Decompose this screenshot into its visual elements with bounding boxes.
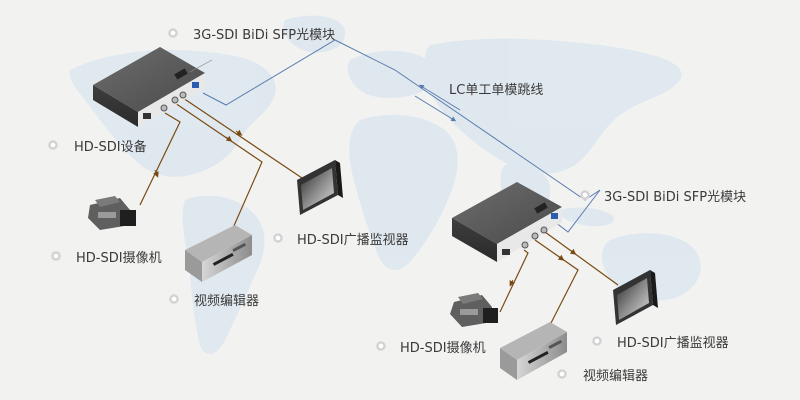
video-editor-deck-icon-right	[500, 322, 567, 380]
label-sfp-top: 3G-SDI BiDi SFP光模块	[193, 28, 336, 43]
coax-arrow-right-camera	[509, 279, 516, 287]
label-camera-right: HD-SDI摄像机	[400, 341, 486, 356]
label-editor-right: 视频编辑器	[583, 369, 649, 384]
label-monitor-right: HD-SDI广播监视器	[617, 336, 729, 351]
bullet-dot-editor-right	[557, 369, 567, 379]
continent-africa	[349, 114, 458, 271]
bullet-dot-camera-right	[376, 341, 386, 351]
sdi-converter-box-icon-left	[93, 47, 213, 127]
bullet-dot-device-left	[48, 140, 58, 150]
fiber-link-line	[202, 39, 601, 233]
sdi-converter-box-icon-right	[452, 182, 562, 262]
coax-link-right-editor	[534, 239, 579, 326]
camcorder-icon-right	[450, 293, 498, 327]
label-monitor-left: HD-SDI广播监视器	[297, 233, 409, 248]
broadcast-monitor-icon-left	[297, 160, 343, 215]
coax-link-right-monitor	[544, 231, 619, 286]
coax-link-left-monitor	[182, 97, 303, 179]
coax-arrow-right-editor	[557, 254, 565, 261]
fiber-arrow-upstream	[418, 84, 461, 111]
bullet-dot-camera-left	[51, 251, 61, 261]
camcorder-icon-left	[88, 196, 136, 230]
label-device-left: HD-SDI设备	[74, 140, 147, 155]
video-editor-deck-icon-left	[185, 225, 252, 282]
label-sfp-bottom: 3G-SDI BiDi SFP光模块	[604, 190, 747, 205]
coax-arrow-left-monitor	[235, 129, 243, 136]
label-editor-left: 视频编辑器	[194, 294, 260, 309]
coax-link-right-camera	[499, 249, 529, 313]
label-camera-left: HD-SDI摄像机	[76, 251, 162, 266]
bullet-dot-editor-left	[169, 294, 179, 304]
fiber-arrow-downstream	[414, 95, 457, 122]
broadcast-monitor-icon-right	[613, 270, 658, 325]
bullet-dot-monitor-left	[273, 233, 283, 243]
coax-arrow-right-monitor	[569, 248, 577, 255]
bullet-dot-monitor-right	[592, 336, 602, 346]
continent-asia	[424, 38, 682, 174]
bullet-dot-sfp-bottom	[580, 190, 590, 200]
continent-indonesia	[559, 207, 615, 227]
bullet-dot-sfp-top	[168, 28, 178, 38]
coax-arrow-left-editor	[225, 135, 233, 142]
coax-link-left-editor	[174, 102, 263, 229]
label-fiber-jumper: LC单工单模跳线	[449, 83, 544, 98]
coax-arrow-left-camera	[153, 169, 159, 178]
continent-europe	[347, 50, 436, 98]
